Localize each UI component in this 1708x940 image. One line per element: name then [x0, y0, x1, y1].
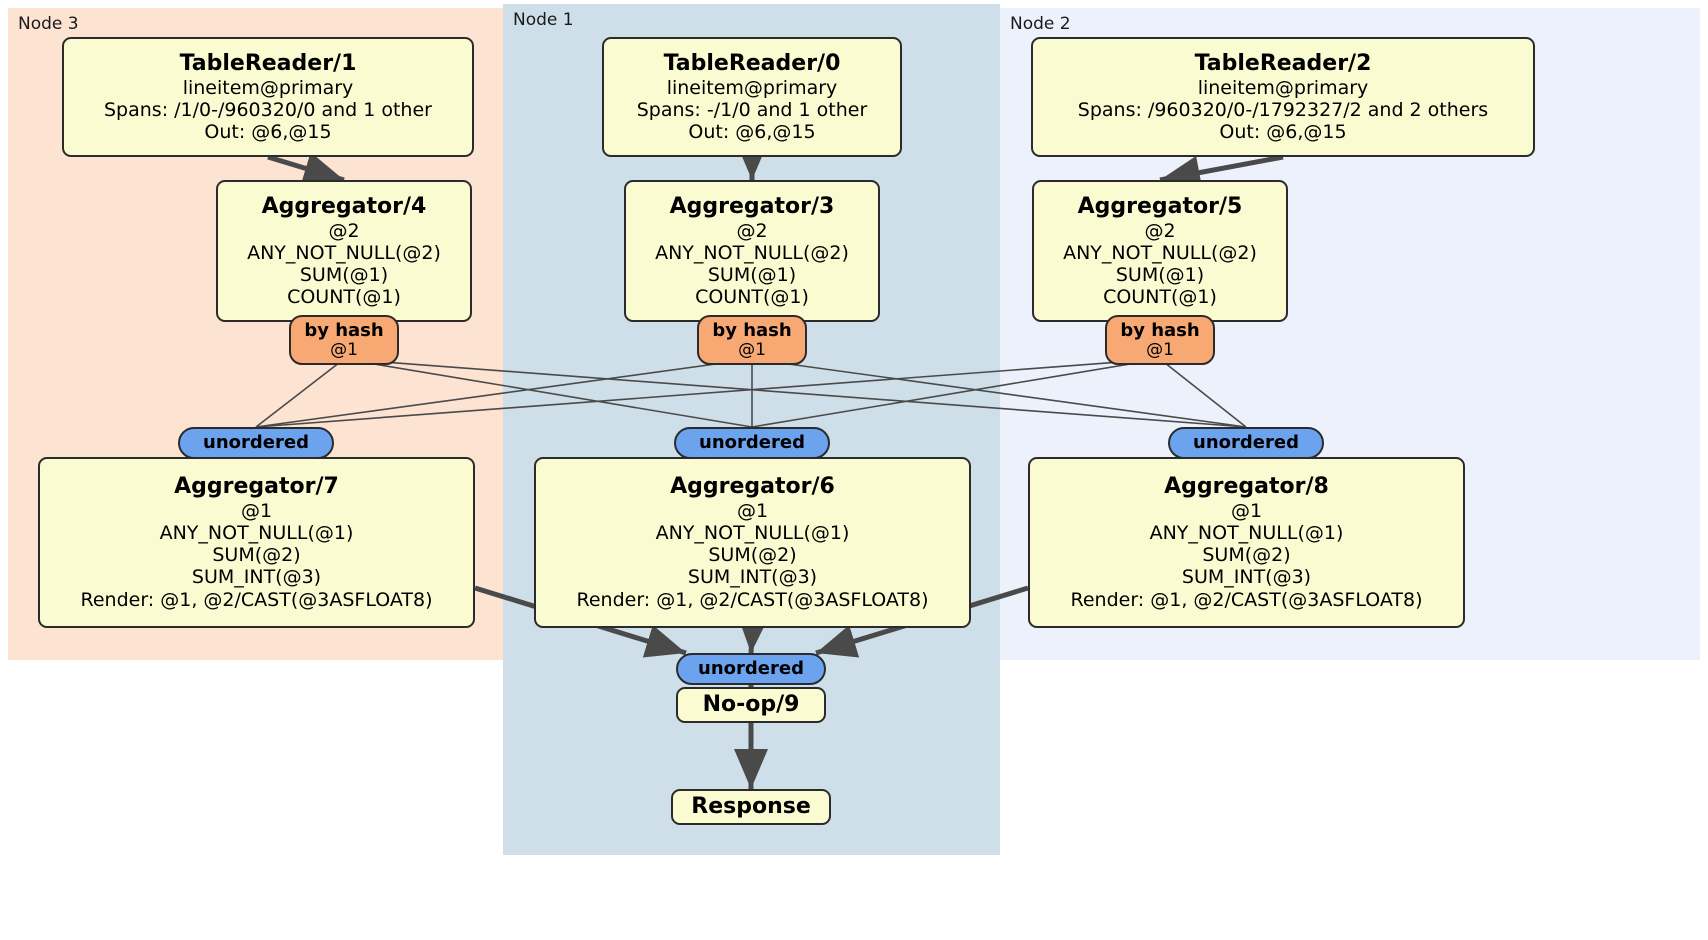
processor-aggregator-6[interactable]: Aggregator/6 @1 ANY_NOT_NULL(@1) SUM(@2)… — [534, 457, 971, 628]
processor-aggregator-4[interactable]: Aggregator/4 @2 ANY_NOT_NULL(@2) SUM(@1)… — [216, 180, 472, 322]
processor-detail: COUNT(@1) — [1103, 286, 1217, 308]
processor-title: Aggregator/4 — [261, 193, 427, 219]
processor-title: TableReader/2 — [1194, 50, 1372, 76]
processor-detail: Spans: -/1/0 and 1 other — [636, 98, 868, 121]
synchronizer-label: unordered — [1193, 432, 1299, 454]
unordered-synchronizer-aggregator-6[interactable]: unordered — [674, 427, 830, 459]
processor-detail: SUM(@1) — [299, 263, 389, 286]
processor-aggregator-7[interactable]: Aggregator/7 @1 ANY_NOT_NULL(@1) SUM(@2)… — [38, 457, 475, 628]
processor-tablereader-0[interactable]: TableReader/0 lineitem@primary Spans: -/… — [602, 37, 902, 157]
processor-detail: @2 — [328, 219, 360, 242]
processor-detail: ANY_NOT_NULL(@2) — [247, 241, 441, 264]
processor-title: Aggregator/6 — [670, 474, 835, 500]
processor-detail: lineitem@primary — [182, 76, 354, 99]
processor-render: Render: @1, @2/CAST(@3ASFLOAT8) — [576, 588, 929, 611]
processor-detail: SUM(@1) — [707, 263, 797, 286]
processor-aggregator-5[interactable]: Aggregator/5 @2 ANY_NOT_NULL(@2) SUM(@1)… — [1032, 180, 1288, 322]
processor-title: Aggregator/5 — [1077, 193, 1243, 219]
node-panel-label: Node 3 — [18, 14, 79, 34]
synchronizer-label: unordered — [203, 432, 309, 454]
processor-detail: SUM(@1) — [1115, 263, 1205, 286]
processor-detail: ANY_NOT_NULL(@2) — [655, 241, 849, 264]
router-column: @1 — [738, 339, 766, 360]
processor-title: Aggregator/8 — [1164, 474, 1329, 500]
router-label: by hash — [1120, 319, 1200, 341]
processor-detail: SUM(@2) — [708, 544, 797, 567]
node-panel-label: Node 1 — [513, 10, 574, 30]
processor-detail: @1 — [1230, 500, 1263, 523]
processor-render: Render: @1, @2/CAST(@3ASFLOAT8) — [80, 588, 433, 611]
processor-detail: lineitem@primary — [1197, 76, 1369, 99]
processor-no-op-9[interactable]: No-op/9 — [676, 687, 826, 723]
processor-detail: SUM(@2) — [212, 544, 301, 567]
router-column: @1 — [330, 339, 358, 360]
processor-detail: Out: @6,@15 — [688, 120, 816, 143]
processor-detail: ANY_NOT_NULL(@1) — [655, 522, 850, 545]
processor-detail: @2 — [736, 219, 768, 242]
processor-detail: Spans: /960320/0-/1792327/2 and 2 others — [1077, 98, 1489, 121]
processor-title: TableReader/0 — [663, 50, 841, 76]
node-panel-label: Node 2 — [1010, 14, 1071, 34]
processor-detail: @1 — [736, 500, 769, 523]
processor-tablereader-1[interactable]: TableReader/1 lineitem@primary Spans: /1… — [62, 37, 474, 157]
processor-aggregator-3[interactable]: Aggregator/3 @2 ANY_NOT_NULL(@2) SUM(@1)… — [624, 180, 880, 322]
hash-router-aggregator-4[interactable]: by hash @1 — [289, 315, 399, 365]
unordered-synchronizer-final[interactable]: unordered — [676, 653, 826, 685]
router-label: by hash — [712, 319, 792, 341]
processor-detail: SUM_INT(@3) — [1181, 566, 1312, 589]
processor-detail: ANY_NOT_NULL(@1) — [159, 522, 354, 545]
processor-detail: @2 — [1144, 219, 1176, 242]
router-column: @1 — [1146, 339, 1174, 360]
router-label: by hash — [304, 319, 384, 341]
processor-detail: lineitem@primary — [666, 76, 838, 99]
processor-detail: COUNT(@1) — [695, 286, 809, 308]
processor-response[interactable]: Response — [671, 789, 831, 825]
processor-detail: COUNT(@1) — [287, 286, 401, 308]
processor-tablereader-2[interactable]: TableReader/2 lineitem@primary Spans: /9… — [1031, 37, 1535, 157]
synchronizer-label: unordered — [699, 432, 805, 454]
processor-detail: SUM_INT(@3) — [687, 566, 818, 589]
hash-router-aggregator-3[interactable]: by hash @1 — [697, 315, 807, 365]
processor-detail: SUM(@2) — [1202, 544, 1291, 567]
hash-router-aggregator-5[interactable]: by hash @1 — [1105, 315, 1215, 365]
processor-detail: SUM_INT(@3) — [191, 566, 322, 589]
processor-detail: Spans: /1/0-/960320/0 and 1 other — [104, 98, 432, 121]
unordered-synchronizer-aggregator-7[interactable]: unordered — [178, 427, 334, 459]
processor-title: Aggregator/3 — [669, 193, 835, 219]
processor-title: TableReader/1 — [179, 50, 357, 76]
processor-title: No-op/9 — [702, 692, 800, 718]
processor-title: Response — [691, 794, 811, 820]
processor-detail: ANY_NOT_NULL(@1) — [1149, 522, 1344, 545]
processor-title: Aggregator/7 — [174, 474, 339, 500]
processor-aggregator-8[interactable]: Aggregator/8 @1 ANY_NOT_NULL(@1) SUM(@2)… — [1028, 457, 1465, 628]
synchronizer-label: unordered — [698, 658, 804, 680]
processor-detail: @1 — [240, 500, 273, 523]
processor-detail: Out: @6,@15 — [204, 120, 332, 143]
processor-detail: Out: @6,@15 — [1219, 120, 1347, 143]
processor-detail: ANY_NOT_NULL(@2) — [1063, 241, 1257, 264]
processor-render: Render: @1, @2/CAST(@3ASFLOAT8) — [1070, 588, 1423, 611]
unordered-synchronizer-aggregator-8[interactable]: unordered — [1168, 427, 1324, 459]
